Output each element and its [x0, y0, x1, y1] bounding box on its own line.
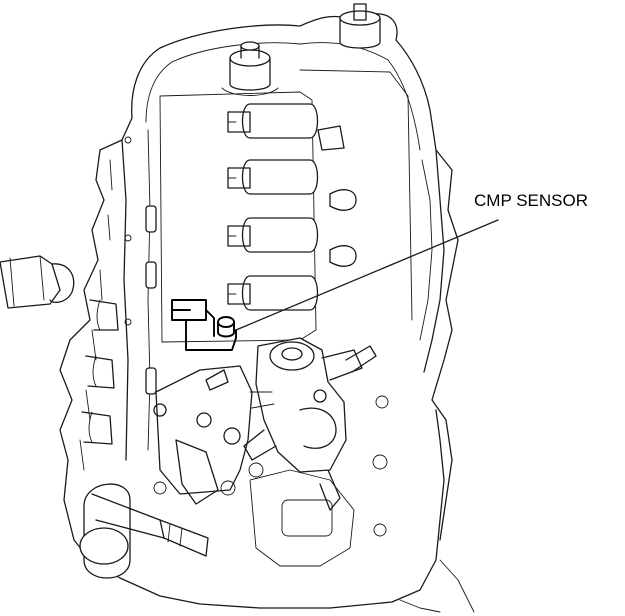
hose-outlet: [0, 255, 75, 309]
filler-cap: [339, 3, 381, 49]
cover-ports: [317, 125, 357, 267]
top-post: [221, 41, 279, 96]
cmp-sensor-label: CMP SENSOR: [474, 191, 588, 210]
callout-leader-line: [235, 219, 499, 331]
center-bracket: [153, 365, 264, 505]
cmp-sensor: [171, 299, 237, 351]
ignition-coil-3: [227, 217, 319, 253]
water-pipe: [79, 483, 209, 579]
ignition-coil-2: [227, 159, 319, 195]
lower-runners: [81, 299, 119, 445]
ignition-coil-1: [227, 103, 319, 139]
timing-cover: [249, 395, 389, 567]
ignition-coil-4: [227, 275, 319, 311]
fuel-pump: [243, 337, 377, 511]
cam-cover-inner: [159, 69, 413, 343]
left-bosses: [124, 136, 157, 395]
engine-block-outline: [59, 13, 475, 613]
